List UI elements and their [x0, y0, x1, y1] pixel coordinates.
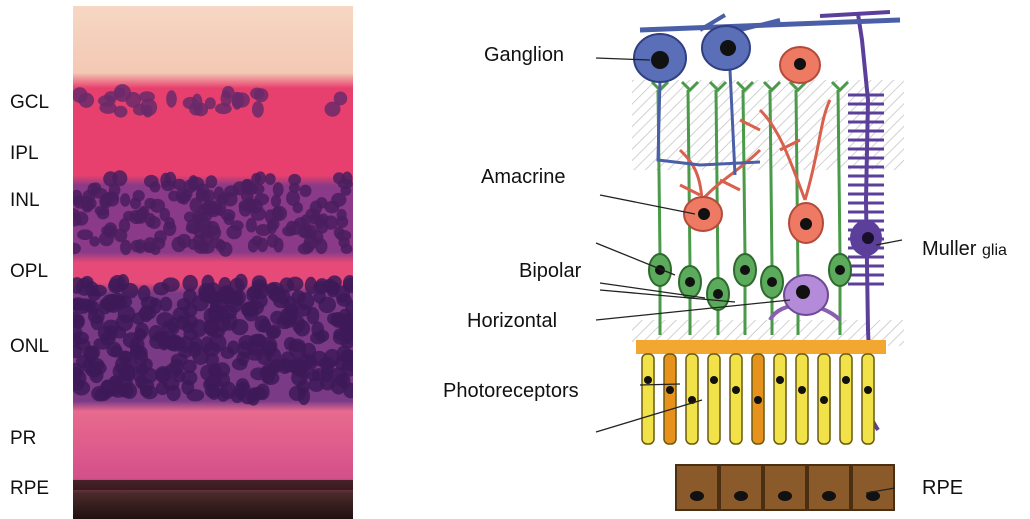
- photoreceptor-nucleus: [710, 376, 718, 384]
- rpe-cell: [676, 465, 718, 510]
- photoreceptor-nucleus: [820, 396, 828, 404]
- label-muller-glia: Muller glia: [922, 238, 1007, 261]
- rod-cell: [774, 354, 786, 444]
- rod-cell: [796, 354, 808, 444]
- rod-cell: [730, 354, 742, 444]
- rpe-cell: [852, 465, 894, 510]
- photoreceptor-nucleus: [666, 386, 674, 394]
- bipolar-nucleus: [713, 289, 723, 299]
- rpe-nucleus: [690, 491, 704, 501]
- label-bipolar: Bipolar: [519, 260, 581, 283]
- rod-cell: [862, 354, 874, 444]
- rod-cell: [840, 354, 852, 444]
- label-muller: Muller: [922, 238, 976, 260]
- bipolar-nucleus: [740, 265, 750, 275]
- photoreceptor-nucleus: [644, 376, 652, 384]
- label-photoreceptors: Photoreceptors: [443, 380, 579, 403]
- photoreceptor-band: [636, 340, 886, 354]
- label-ganglion: Ganglion: [484, 44, 564, 67]
- photoreceptor-nucleus: [864, 386, 872, 394]
- bipolar-nucleus: [835, 265, 845, 275]
- photoreceptor-nucleus: [776, 376, 784, 384]
- photoreceptor-nucleus: [798, 386, 806, 394]
- rpe-nucleus: [822, 491, 836, 501]
- photoreceptor-cells: [642, 354, 874, 444]
- photoreceptor-nucleus: [732, 386, 740, 394]
- rpe-nucleus: [778, 491, 792, 501]
- label-horizontal: Horizontal: [467, 310, 557, 333]
- label-rpe: RPE: [922, 477, 963, 500]
- rpe-cell: [720, 465, 762, 510]
- photoreceptor-nucleus: [842, 376, 850, 384]
- bipolar-nucleus: [685, 277, 695, 287]
- rpe-nucleus: [734, 491, 748, 501]
- label-amacrine: Amacrine: [481, 166, 565, 189]
- rod-cell: [708, 354, 720, 444]
- cone-cell: [664, 354, 676, 444]
- rpe-cell: [808, 465, 850, 510]
- rpe-cell: [764, 465, 806, 510]
- photoreceptor-nucleus: [754, 396, 762, 404]
- label-glia: glia: [982, 242, 1007, 259]
- bipolar-nucleus: [767, 277, 777, 287]
- rod-cell: [642, 354, 654, 444]
- rpe-cells: [676, 465, 894, 510]
